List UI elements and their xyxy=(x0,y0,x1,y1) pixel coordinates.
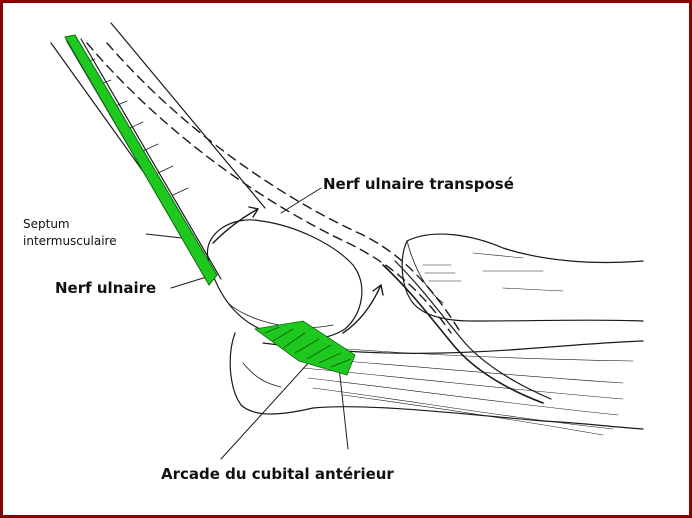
radius-hatching xyxy=(423,253,563,291)
label-septum-line1: Septum xyxy=(23,216,117,233)
leader-arcade xyxy=(221,349,321,459)
label-septum-intermusculaire: Septum intermusculaire xyxy=(23,216,117,250)
elbow-anatomy-drawing xyxy=(3,3,689,515)
label-nerf-ulnaire: Nerf ulnaire xyxy=(55,279,156,297)
label-septum-line2: intermusculaire xyxy=(23,233,117,250)
arrow-proximal xyxy=(213,209,258,243)
humerus-outline-posterior xyxy=(111,23,265,208)
label-nerf-ulnaire-transpose: Nerf ulnaire transposé xyxy=(323,175,514,193)
label-arcade-cubital-anterieur: Arcade du cubital antérieur xyxy=(161,465,394,483)
transposed-nerve-distal xyxy=(383,265,543,403)
leader-transpose xyxy=(281,188,321,213)
transposed-nerve-distal-2 xyxy=(395,261,551,399)
radius-top xyxy=(407,234,643,262)
trochlea xyxy=(228,303,333,328)
leader-arcade-2 xyxy=(339,367,348,449)
olecranon xyxy=(243,363,281,387)
